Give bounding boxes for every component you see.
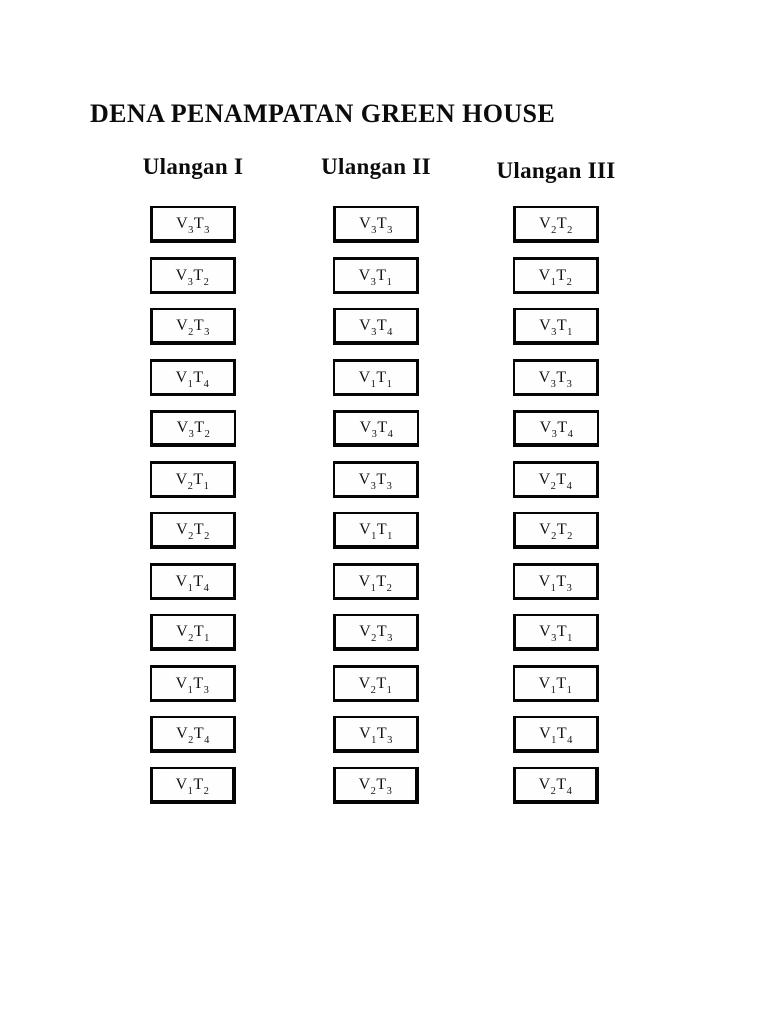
plot-label: V1T1 (358, 368, 393, 390)
plot-box: V3T3 (333, 206, 419, 243)
plot-label: V1T3 (175, 674, 210, 696)
column-header: Ulangan II (321, 154, 431, 179)
plot-box: V1T3 (333, 716, 419, 753)
plot-box: V1T2 (513, 257, 599, 294)
plot-box: V2T1 (150, 614, 236, 651)
plot-box: V1T1 (333, 359, 419, 396)
plot-box: V3T2 (150, 410, 236, 447)
plot-box: V1T1 (513, 665, 599, 702)
plot-box: V1T3 (513, 563, 599, 600)
plot-box: V3T2 (150, 257, 236, 294)
plot-box: V2T4 (513, 461, 599, 498)
column-header: Ulangan I (142, 154, 244, 179)
plot-box: V2T4 (513, 767, 599, 804)
plot-label: V3T2 (176, 419, 211, 441)
plot-box: V2T3 (333, 767, 419, 804)
plot-label: V2T1 (358, 674, 393, 696)
plot-label: V3T3 (359, 214, 393, 236)
plot-box: V3T3 (150, 206, 236, 243)
plot-label: V2T2 (539, 520, 573, 542)
plot-label: V2T4 (538, 775, 573, 797)
plot-label: V3T4 (359, 419, 394, 441)
plot-box: V1T2 (333, 563, 419, 600)
plot-label: V2T3 (358, 775, 393, 797)
plot-box: V3T4 (333, 308, 419, 345)
plot-label: V3T1 (539, 316, 573, 338)
plot-label: V1T1 (359, 520, 393, 542)
plot-label: V3T1 (539, 622, 573, 644)
plot-label: V3T3 (176, 214, 210, 236)
plot-label: V2T2 (539, 214, 573, 236)
plot-box: V2T3 (150, 308, 236, 345)
plot-label: V3T3 (358, 470, 393, 492)
plot-box: V3T1 (333, 257, 419, 294)
plot-label: V3T2 (175, 266, 210, 288)
page-title: DENA PENAMPATAN GREEN HOUSE (90, 99, 556, 129)
plot-label: V2T1 (176, 622, 210, 644)
plot-label: V2T1 (175, 470, 210, 492)
plot-box: V2T3 (333, 614, 419, 651)
plot-label: V2T4 (538, 470, 573, 492)
plot-box: V1T4 (150, 563, 236, 600)
plot-label: V1T4 (175, 572, 210, 594)
plot-label: V1T3 (538, 572, 573, 594)
plot-label: V1T2 (538, 266, 573, 288)
plot-box: V1T2 (150, 767, 236, 804)
plot-label: V2T2 (176, 520, 210, 542)
plot-label: V2T3 (176, 316, 210, 338)
plot-box: V1T4 (150, 359, 236, 396)
plot-box: V3T4 (333, 410, 419, 447)
plot-box: V2T2 (150, 512, 236, 549)
plot-label: V1T4 (175, 368, 210, 390)
plot-box: V1T1 (333, 512, 419, 549)
plot-label: V3T1 (358, 266, 393, 288)
plot-label: V1T4 (539, 724, 573, 746)
plot-label: V1T2 (175, 775, 210, 797)
plot-label: V1T1 (538, 674, 573, 696)
plot-box: V3T3 (513, 359, 599, 396)
plot-label: V3T4 (359, 316, 393, 338)
plot-box: V3T4 (513, 410, 599, 447)
plot-box: V3T1 (513, 614, 599, 651)
plot-box: V1T3 (150, 665, 236, 702)
column-header: Ulangan III (496, 158, 616, 183)
plot-box: V2T4 (150, 716, 236, 753)
plot-box: V1T4 (513, 716, 599, 753)
plot-label: V2T4 (176, 724, 210, 746)
plot-box: V2T2 (513, 206, 599, 243)
plot-box: V2T1 (333, 665, 419, 702)
plot-label: V2T3 (359, 622, 393, 644)
plot-box: V3T3 (333, 461, 419, 498)
plot-box: V2T1 (150, 461, 236, 498)
plot-box: V2T2 (513, 512, 599, 549)
plot-label: V3T3 (538, 368, 573, 390)
plot-box: V3T1 (513, 308, 599, 345)
plot-label: V1T3 (359, 724, 393, 746)
plot-label: V3T4 (539, 419, 574, 441)
plot-label: V1T2 (358, 572, 393, 594)
